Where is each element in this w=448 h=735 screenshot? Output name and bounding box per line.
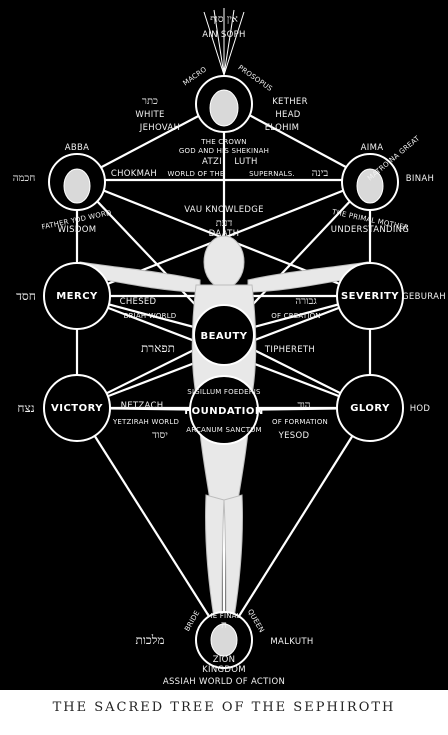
of-formation-label: OF FORMATION [272,418,328,426]
assiah-label: ASSIAH WORLD OF ACTION [163,677,285,687]
crown-label: THE CROWN [200,138,246,146]
foundation-label: FOUNDATION [184,406,264,417]
white-label: WHITE [135,110,164,120]
world-of-the-label: WORLD OF THE [168,170,225,178]
mercy-label: MERCY [56,291,98,302]
tiphereth-hebrew: תפארת [141,341,175,355]
geburah-label: GEBURAH [402,292,446,302]
he-final-label: HE FINAL [207,612,241,620]
jehovah-label: JEHOVAH [139,123,180,133]
chokmah-label: CHOKMAH [111,169,157,179]
elohim-label: ELOHIM [265,123,300,133]
ain-soph-rays [203,8,245,76]
ain-soph-label: AIN SOPH [202,30,245,40]
netzach-label: NETZACH [121,401,164,411]
diagram-caption: THE SACRED TREE OF THE SEPHIROTH [52,700,396,715]
bride-face [210,623,238,657]
briah-world-label: BRIAH WORLD [124,312,177,320]
geburah-hebrew: גבורה [295,296,316,307]
aima-face [356,168,384,204]
daath-hebrew: דעת [216,218,233,229]
malkuth-hebrew: מלכות [136,633,165,647]
arcanum-label: ARCANUM SANCTUM [186,426,262,434]
aima-label: AIMA [361,143,384,153]
yesod-node [189,375,259,445]
he-final-hebrew: ה [221,620,227,631]
macroprosopus-face [209,89,239,127]
abba-face [63,168,91,204]
binah-label: BINAH [406,174,434,184]
hod-hebrew: הוד [297,400,310,411]
god-shekinah-label: GOD AND HIS SHEKINAH [179,147,269,155]
tree-of-life-diagram: אין סוף AIN SOPH MACRO י PROSOPUS THE CR… [13,8,446,687]
supernals-label: SUPERNALS. [249,170,295,178]
vau-knowledge-label: VAU KNOWLEDGE [184,205,264,215]
understanding-label: UNDERSTANDING [331,225,409,235]
chokmah-hebrew: חכמה [13,173,36,184]
yetzirah-world-label: YETZIRAH WORLD [112,418,179,426]
kether-hebrew: כתר [142,96,158,107]
severity-label: SEVERITY [341,291,399,302]
netzach-node [43,374,111,442]
sigillum-label: SIGILLUM FOEDERIS [187,388,261,396]
atzi-label: ATZI [202,157,222,167]
yod-hebrew: י [222,65,225,79]
yesod-label: YESOD [278,431,310,441]
hod-node [336,374,404,442]
chesed-node [43,262,111,330]
of-creation-label: OF CREATION [271,312,320,320]
geburah-node [336,262,404,330]
head-label: HEAD [275,110,300,120]
hod-label: HOD [410,404,431,414]
luth-label: LUTH [234,157,257,167]
wisdom-label: WISDOM [58,225,97,235]
kingdom-label: KINGDOM [202,665,246,675]
kether-label: KETHER [272,97,308,107]
binah-hebrew: בינה [312,168,329,179]
beauty-label: BEAUTY [200,331,247,342]
chesed-label: CHESED [120,297,157,307]
abba-label: ABBA [65,143,90,153]
yesod-hebrew: יסוד [152,430,168,441]
zion-label: ZION [213,655,236,665]
malkuth-label: MALKUTH [270,637,313,647]
chesed-hebrew: חסד [16,289,36,303]
netzach-hebrew: נצח [17,401,34,415]
daath-label: DAATH [209,229,240,239]
ain-soph-hebrew: אין סוף [210,14,238,25]
glory-label: GLORY [350,403,390,414]
victory-label: VICTORY [51,403,103,414]
tiphereth-label: TIPHERETH [264,345,315,355]
tiphereth-node [193,304,255,366]
